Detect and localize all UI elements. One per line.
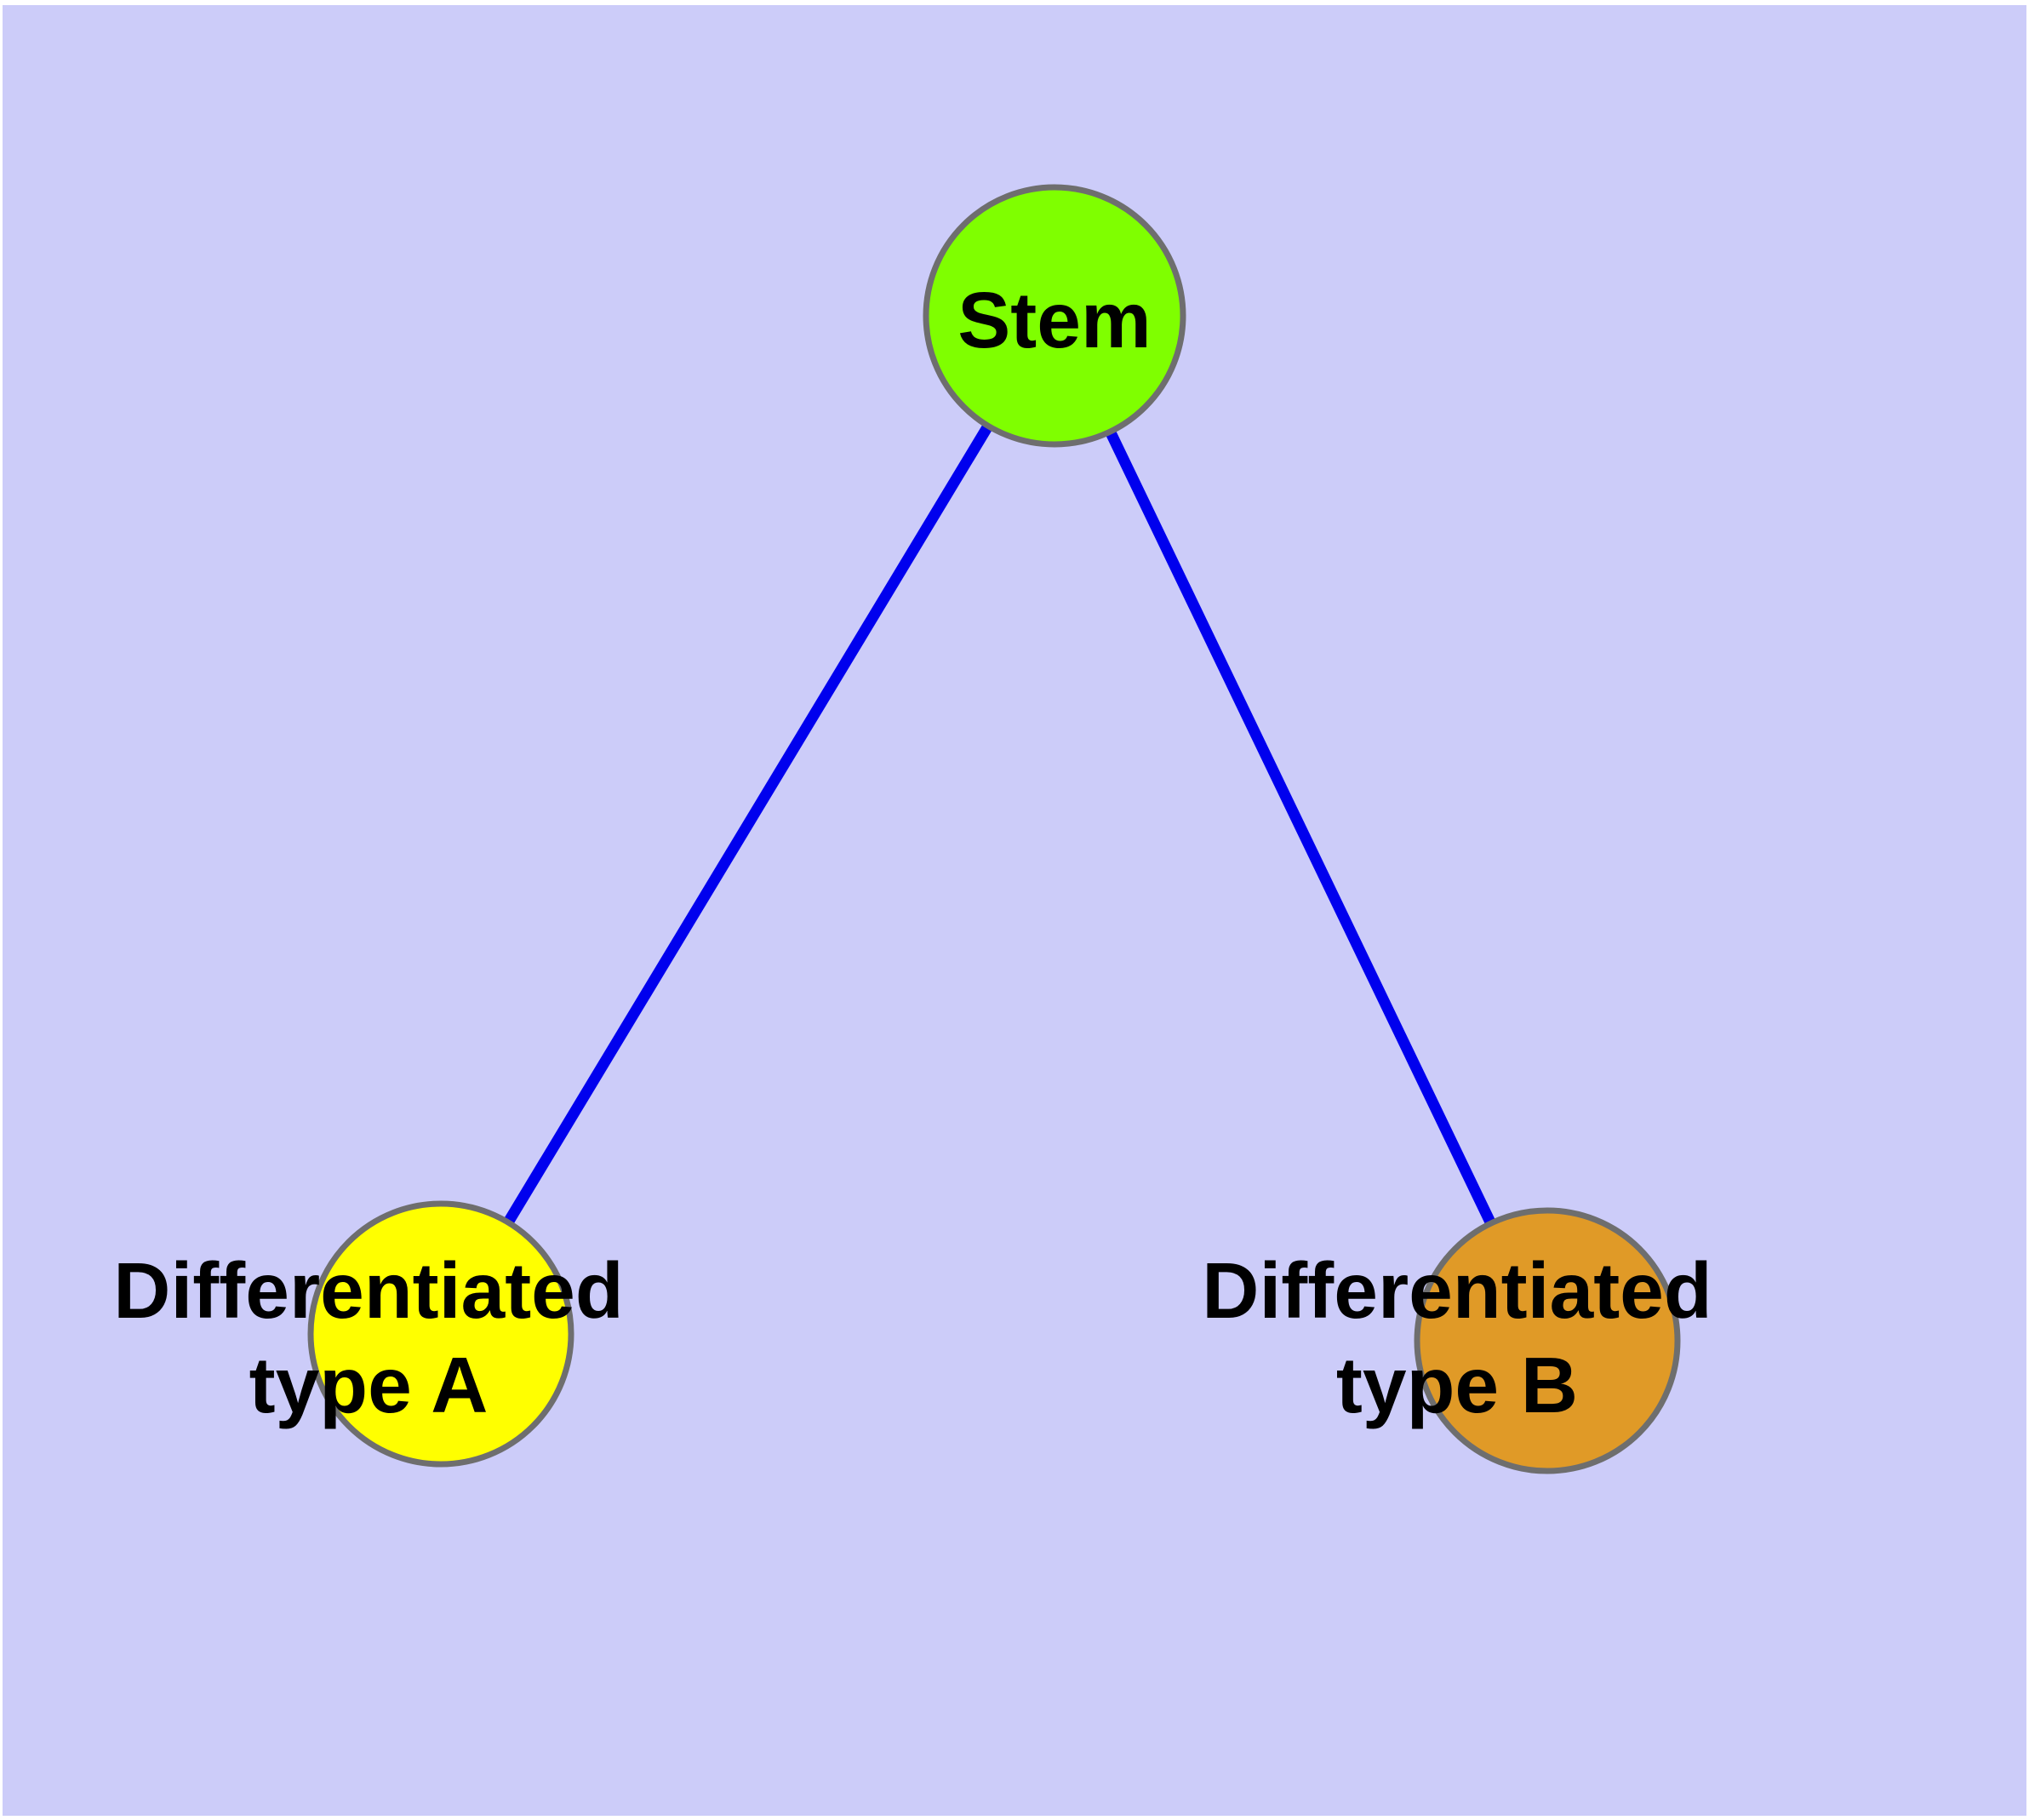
nodes-group xyxy=(307,184,1681,1474)
node-differentiated-type-b-circle[interactable] xyxy=(1414,1207,1681,1474)
node-label-line: Differentiated xyxy=(113,1246,623,1335)
node-label-line: type A xyxy=(249,1341,489,1429)
node-label-line: Stem xyxy=(957,276,1151,364)
edges-group xyxy=(436,312,1552,1343)
edge-stem-to-differentiated-type-a xyxy=(436,312,1060,1337)
node-label-line: type B xyxy=(1336,1341,1578,1429)
node-stem-circle[interactable] xyxy=(923,184,1186,448)
node-differentiated-type-a-circle[interactable] xyxy=(307,1200,574,1468)
node-label-line: Differentiated xyxy=(1202,1246,1712,1335)
node-stem-label: Stem xyxy=(957,276,1151,364)
edge-stem-to-differentiated-type-b xyxy=(1049,313,1552,1343)
